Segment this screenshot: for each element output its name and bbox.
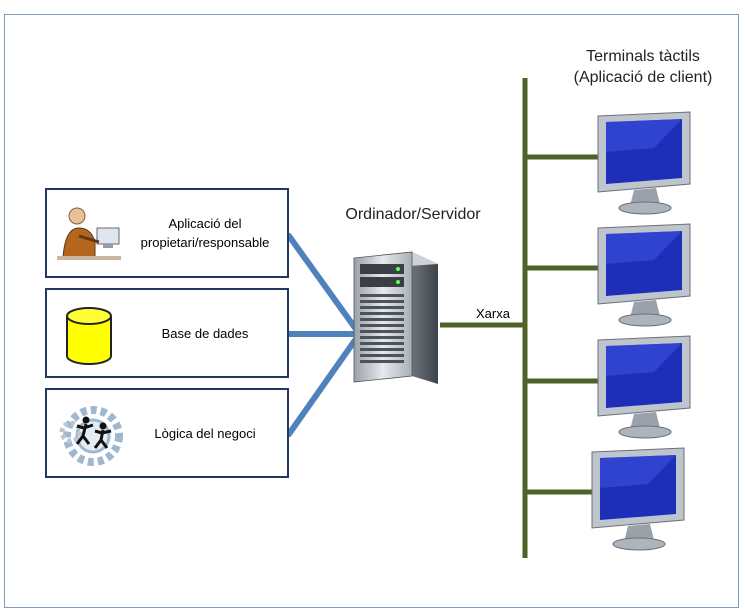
link-logic-to-server	[286, 333, 361, 437]
network-label: Xarxa	[476, 306, 510, 321]
box-business-logic-label: Lògica del negoci	[154, 425, 256, 441]
box-business-logic: Lògica del negoci	[45, 388, 289, 478]
business-logic-gears-icon	[59, 406, 123, 466]
terminals-title: Terminals tàctils (Aplicació de client)	[573, 48, 713, 86]
link-app-to-server	[286, 233, 361, 335]
monitor-icon	[591, 447, 685, 551]
box-database-label: Base de dades	[161, 325, 249, 341]
person-at-computer-icon	[57, 207, 121, 260]
database-cylinder-icon	[66, 307, 112, 365]
monitor-icon	[597, 111, 691, 215]
diagram-frame	[4, 14, 739, 608]
box-owner-application: Aplicació del propietari/responsable	[45, 188, 289, 278]
server-tower-icon	[353, 251, 438, 384]
monitor-icon	[597, 335, 691, 439]
box-owner-application-label: Aplicació del propietari/responsable	[140, 216, 270, 250]
monitor-icon	[597, 223, 691, 327]
server-label: Ordinador/Servidor	[345, 206, 481, 223]
box-database: Base de dades	[45, 288, 289, 378]
